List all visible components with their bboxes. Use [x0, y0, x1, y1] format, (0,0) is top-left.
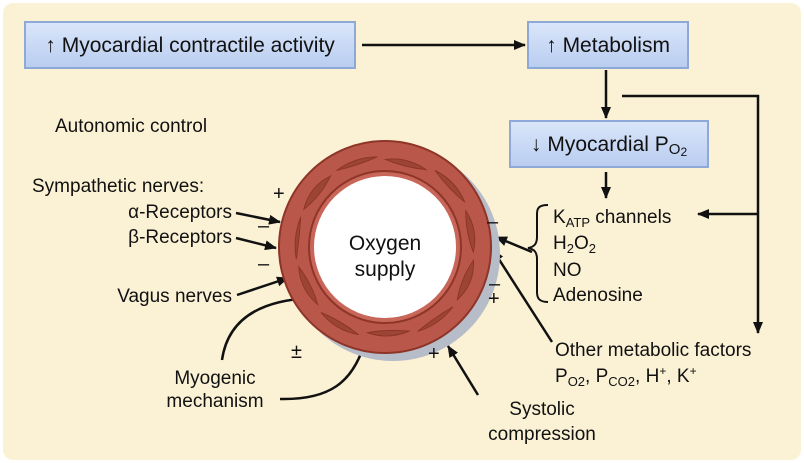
sign-minus-vagus: – [258, 253, 270, 275]
vessel-lumen [314, 176, 456, 318]
katp-channels-label: KATP channels [553, 207, 671, 230]
other-metabolic-factors-label: Other metabolic factors [555, 340, 751, 361]
sign-plus-other: + [488, 288, 500, 310]
oxygen-label: Oxygen [349, 232, 421, 255]
sign-minus-metabolites: – [487, 211, 499, 233]
metabolism-box: ↑ Metabolism [527, 21, 689, 69]
arrow-alpha-to-vessel [235, 211, 281, 225]
hydrogen-peroxide-label: H2O2 [553, 233, 596, 256]
mechanism-label: mechanism [166, 391, 263, 412]
smooth-muscle-cell [465, 209, 476, 254]
sympathetic-nerves-label: Sympathetic nerves: [32, 176, 204, 197]
increase-arrow-icon: ↑ [45, 34, 56, 57]
sign-plus-sympathetic: + [273, 183, 285, 205]
myocardial-po2-box: ↓Myocardial PO2 [509, 120, 709, 168]
metabolism-label: Metabolism [563, 34, 670, 57]
smooth-muscle-cell [303, 174, 332, 211]
alpha-receptors-label: α-Receptors [128, 202, 232, 223]
metabolites-list: KATP channels H2O2 NO Adenosine [553, 207, 671, 306]
smooth-muscle-layer [294, 156, 476, 337]
other-factors-formula: PO2, PCO2, H+, K+ [555, 364, 697, 389]
coronary-vessel-cross-section: Oxygen supply [278, 140, 500, 361]
supply-label: supply [355, 258, 416, 281]
sign-minus-other: – [489, 273, 501, 295]
myocardial-po2-label: Myocardial P [547, 133, 668, 156]
autonomic-control-heading: Autonomic control [55, 116, 207, 137]
arrow-systolic-to-vessel [446, 345, 480, 396]
arrow-vagus-to-vessel [236, 276, 289, 297]
beta-receptors-label: β-Receptors [128, 227, 232, 248]
arrow-beta-to-vessel [235, 236, 277, 251]
smooth-muscle-cell [294, 216, 302, 260]
effect-signs: + – – – – + ± + [258, 183, 501, 365]
po2-subscript-2: 2 [680, 145, 687, 159]
sign-plus-systolic: + [428, 343, 440, 365]
decrease-arrow-icon: ↓ [531, 133, 542, 156]
increase-arrow-icon: ↑ [546, 34, 557, 57]
svg-text:↑Metabolism: ↑ Metabolism [546, 34, 670, 57]
smooth-muscle-cell [417, 306, 454, 332]
metabolites-brace [527, 204, 549, 303]
vagus-nerves-label: Vagus nerves [117, 286, 232, 307]
nitric-oxide-label: NO [553, 260, 582, 281]
arrow-other-factors-to-vessel [491, 249, 554, 343]
myogenic-label: Myogenic [174, 368, 255, 389]
svg-text:↓Myocardial PO2: ↓Myocardial PO2 [531, 133, 688, 159]
arrow-metabolism-bypass [622, 94, 763, 334]
smooth-muscle-cell [434, 169, 466, 203]
smooth-muscle-cell [383, 158, 428, 171]
systolic-label: Systolic [509, 399, 574, 420]
smooth-muscle-cell [456, 258, 475, 302]
svg-text:↑Myocardial contractile activi: ↑ Myocardial contractile activity [45, 34, 335, 57]
smooth-muscle-cell [320, 312, 359, 336]
adenosine-label: Adenosine [553, 285, 643, 306]
arrow-metabolites-to-vessel [495, 235, 533, 254]
contractile-activity-label: Myocardial contractile activity [62, 34, 336, 57]
smooth-muscle-cell [298, 265, 319, 306]
po2-subscript-o: O [669, 141, 681, 158]
sign-minus-alpha: – [258, 215, 270, 237]
smooth-muscle-cell [365, 329, 412, 337]
contractile-activity-box: ↑ Myocardial contractile activity [24, 21, 356, 69]
smooth-muscle-cell [336, 156, 378, 172]
compression-label: compression [488, 424, 596, 445]
sign-plusminus-myogenic: ± [291, 341, 302, 363]
